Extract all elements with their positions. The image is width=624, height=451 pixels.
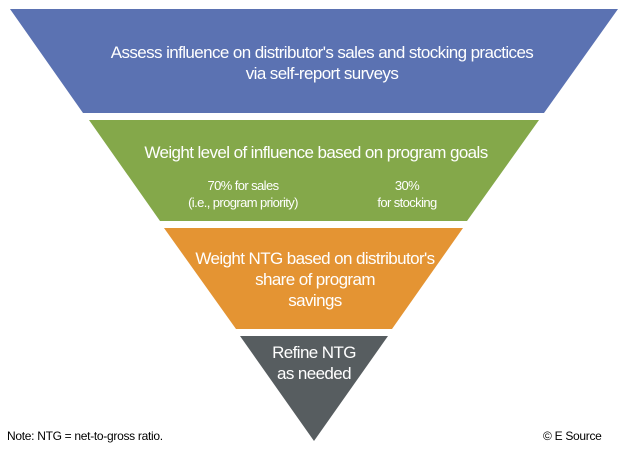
stage-1-line-2: via self-report surveys [245, 64, 399, 83]
stage-2-shape [89, 120, 539, 221]
stocking-note: for stocking [377, 195, 437, 210]
stage-4-shape [240, 336, 388, 441]
stage-3-line-3: savings [288, 291, 342, 310]
stage-1-line-1: Assess influence on distributor's sales … [110, 43, 534, 62]
stage-3-line-2: share of program [255, 270, 375, 289]
footnote: Note: NTG = net-to-gross ratio. [7, 429, 163, 443]
stocking-weight: 30% [394, 178, 420, 193]
stage-2-title: Weight level of influence based on progr… [144, 143, 488, 162]
stage-4-line-2: as needed [276, 364, 352, 383]
stage-4-line-1: Refine NTG [272, 343, 356, 362]
stage-2-left-label: 70% for sales (i.e., program priority) [168, 177, 318, 211]
stage-3-text: Weight NTG based on distributor's share … [180, 248, 450, 311]
stage-3-line-1: Weight NTG based on distributor's [195, 249, 435, 268]
stage-1-shape [10, 9, 618, 113]
sales-note: (i.e., program priority) [188, 195, 298, 210]
stage-2-right-label: 30% for stocking [352, 177, 462, 211]
copyright: © E Source [543, 429, 602, 443]
stage-1-text: Assess influence on distributor's sales … [90, 42, 554, 84]
sales-weight: 70% for sales [207, 178, 280, 193]
stage-4-text: Refine NTG as needed [254, 342, 374, 384]
stage-3-shape [164, 228, 463, 329]
